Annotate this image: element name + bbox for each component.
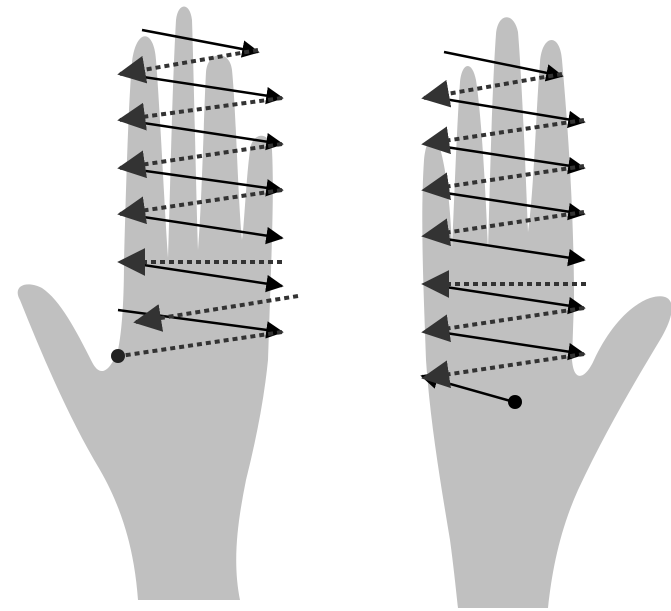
right-start-dot [508,395,522,409]
left-hand-silhouette [18,7,273,601]
left-hand [18,7,298,601]
left-start-dot [111,349,125,363]
right-hand [422,17,671,608]
left-solid-1 [142,30,258,52]
